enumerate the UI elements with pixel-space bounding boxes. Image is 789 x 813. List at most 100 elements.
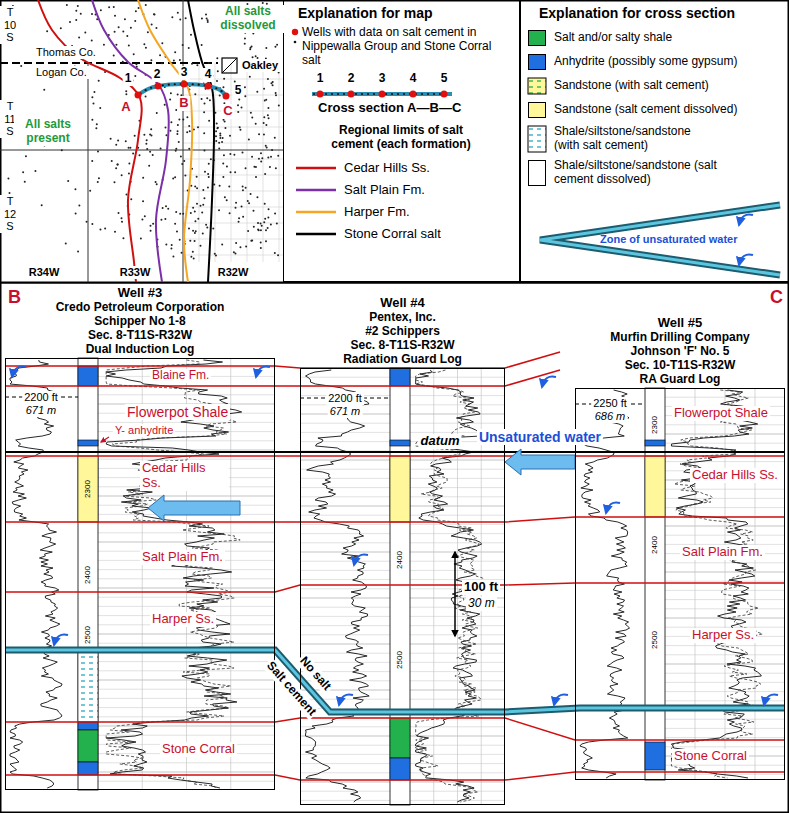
section-dot: [220, 90, 222, 92]
well-dot: [174, 176, 176, 178]
label-slot: Blaine Fm.: [150, 369, 211, 383]
well-dot: [97, 150, 99, 152]
label-slot: R33W: [118, 266, 153, 279]
depth-number: 2500: [83, 626, 92, 644]
formation-label: Cedar Hills Ss.: [140, 461, 229, 491]
well-dot: [201, 212, 203, 214]
well-dot: [212, 227, 214, 229]
well-dot: [117, 140, 119, 142]
map-label: All salts present: [14, 118, 82, 146]
well-dot: [260, 161, 262, 163]
well-dot: [179, 18, 181, 20]
legend-slot: Cedar Hills Ss.: [344, 161, 430, 176]
well-dot: [215, 140, 217, 142]
log-grid: [300, 607, 390, 608]
legend-slot: Sandstone (with salt cement): [554, 79, 709, 93]
well-dot: [103, 44, 105, 46]
label-slot: C: [221, 104, 234, 119]
log-curve: [10, 360, 62, 788]
well-dot: [160, 148, 162, 150]
well-dot: [149, 133, 151, 135]
well-dot: [219, 137, 221, 139]
label-slot: No salt: [295, 653, 335, 695]
well-dot: [186, 116, 188, 118]
section-dot: [433, 93, 435, 95]
well-dot: [234, 81, 236, 83]
label-slot: C: [770, 287, 783, 308]
log-curve: [580, 390, 630, 778]
section-grid: [183, 159, 283, 160]
well-dot: [267, 114, 269, 116]
well-marker: [317, 91, 324, 98]
well-dot: [126, 193, 128, 195]
well-dot: [128, 147, 130, 149]
legend-pattern-sample: [528, 78, 546, 94]
section-dot: [427, 93, 429, 95]
well-dot: [174, 51, 176, 53]
well-dot: [149, 151, 151, 153]
well-dot: [170, 247, 172, 249]
well-dot: [202, 204, 204, 206]
well-dot: [248, 138, 250, 140]
label-slot: A: [119, 100, 132, 115]
well-dot: [207, 21, 209, 23]
well-dot: [229, 212, 231, 214]
well-dot: [65, 242, 67, 244]
well-dot: [170, 121, 172, 123]
well-dot: [241, 206, 243, 208]
well-dot: [145, 143, 147, 145]
section-dot: [397, 93, 399, 95]
well-dot: [230, 171, 232, 173]
section-grid: [183, 223, 283, 224]
well-dot: [99, 228, 101, 230]
well-dot: [175, 150, 177, 152]
town-symbol: [222, 58, 237, 73]
label-slot: Stone Corral: [160, 742, 237, 757]
well-dot: [206, 97, 208, 99]
well-info: Johnson 'F' No. 5: [536, 344, 789, 358]
section-dot: [391, 93, 393, 95]
lithology-fill: [390, 758, 410, 780]
well-dot: [197, 218, 199, 220]
label-slot: 2: [152, 68, 163, 82]
well-dot: [221, 243, 223, 245]
well-dot: [150, 59, 152, 61]
well-dot: [274, 46, 276, 48]
legend-text: Harper Fm.: [344, 205, 410, 220]
well-dot: [251, 156, 253, 158]
well-dot: [164, 127, 166, 129]
well-dot: [189, 240, 191, 242]
well-dot: [141, 218, 143, 220]
legend-slot: Shale/siltstone/sandstone (salt cement d…: [554, 159, 724, 187]
formation-label: Harper Ss.: [690, 628, 756, 643]
well-dot: [184, 175, 186, 177]
section-dot: [313, 93, 315, 95]
panel-title: Explanation for map: [284, 1, 519, 22]
well-dot: [142, 177, 144, 179]
well-dot: [267, 227, 269, 229]
well-dot: [182, 213, 184, 215]
label-slot: Salt Plain Fm.: [680, 545, 765, 560]
log-grid: [300, 561, 390, 562]
well-dot: [217, 70, 219, 72]
flow-arrow: [764, 694, 778, 705]
well-dot: [215, 135, 217, 137]
label-slot: Stone Corral: [672, 749, 749, 764]
well-dot: [185, 17, 187, 19]
well-dot: [196, 203, 198, 205]
well-dot: [263, 221, 265, 223]
well-dot: [245, 167, 247, 169]
well-dot: [115, 44, 117, 46]
well-dot: [111, 160, 113, 162]
well-dot: [177, 124, 179, 126]
label-slot: 2200 ft: [22, 391, 60, 404]
well-dot: [216, 57, 218, 59]
well-dot: [260, 229, 262, 231]
label-slot: 2300: [83, 480, 92, 498]
well-marker: [292, 29, 298, 35]
well-dot: [104, 227, 106, 229]
well-marker: [441, 91, 448, 98]
label-slot: Y- anhydrite: [113, 424, 175, 437]
section-grid: [199, 63, 200, 262]
well-dot: [7, 178, 9, 180]
